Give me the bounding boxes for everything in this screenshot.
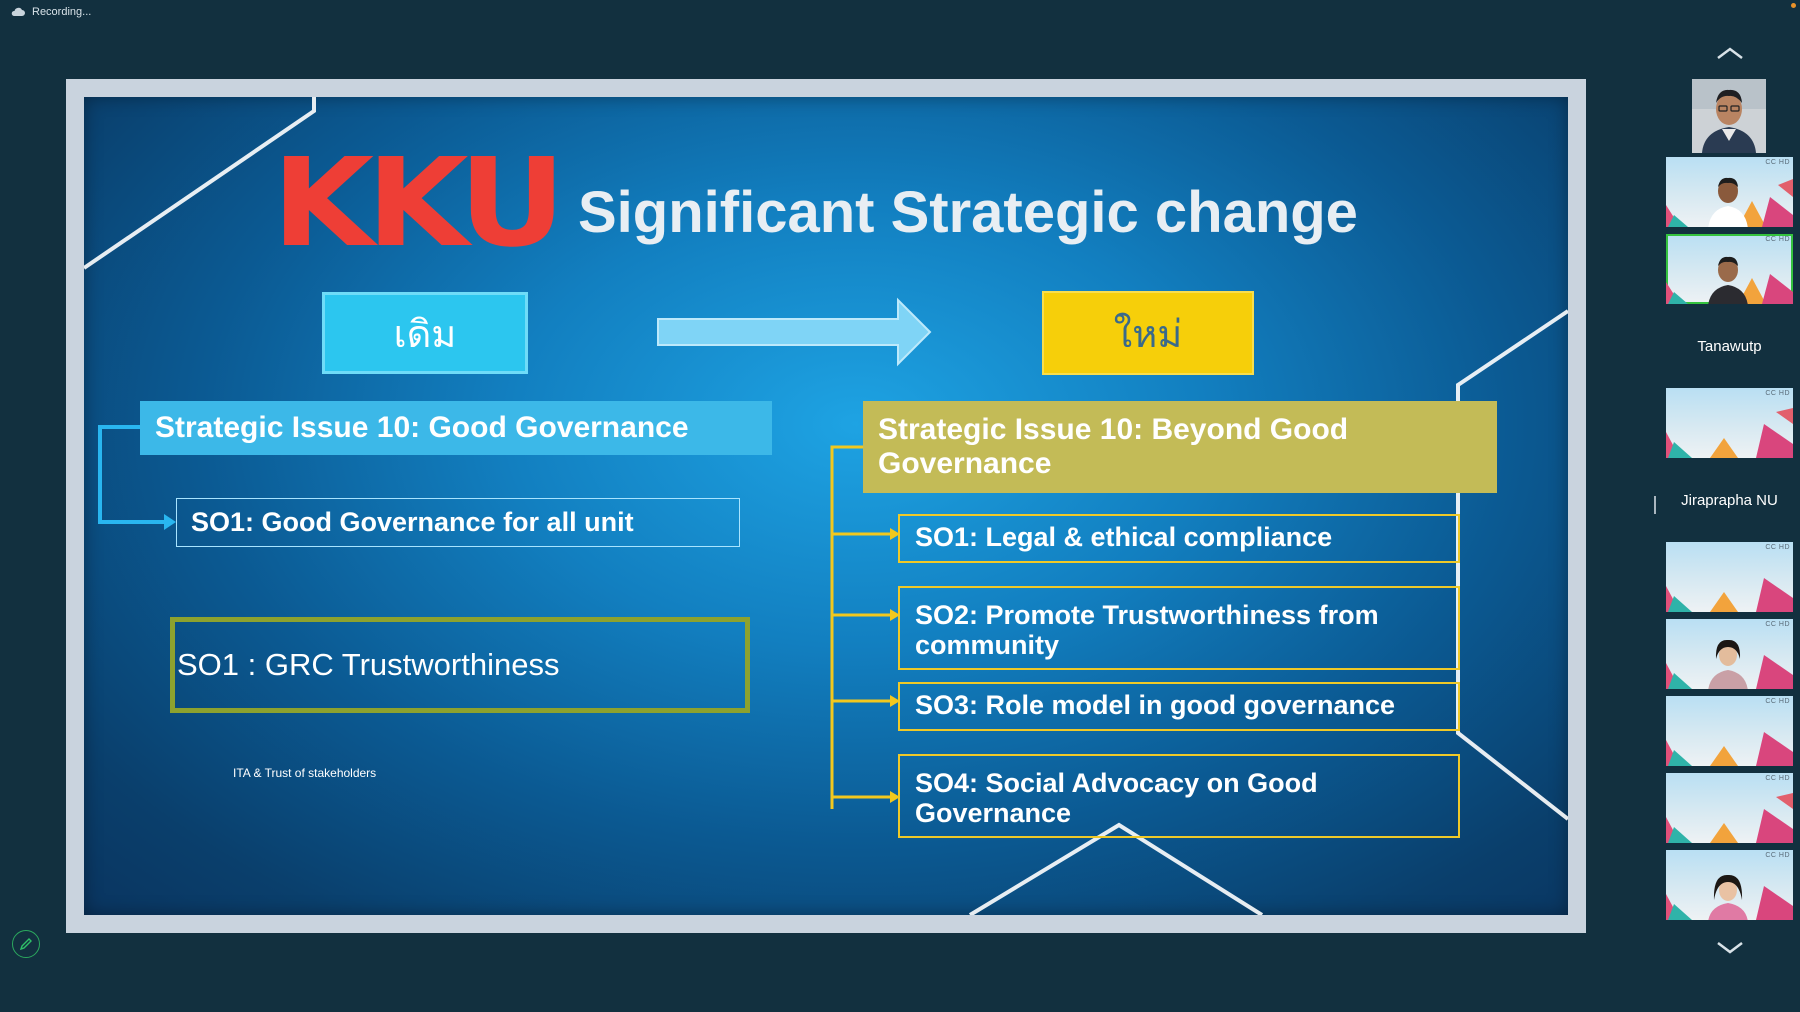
participant-video-tile[interactable]: CC HD [1666, 157, 1793, 227]
participant-video-tile-active[interactable]: CC HD [1666, 234, 1793, 304]
old-strategic-issue: Strategic Issue 10: Good Governance [140, 401, 772, 455]
old-objective: SO1: Good Governance for all unit [176, 498, 740, 547]
new-objective-4: SO4: Social Advocacy on Good Governance [898, 754, 1460, 838]
status-dot [1791, 3, 1796, 8]
new-objective-3: SO3: Role model in good governance [898, 682, 1460, 731]
ita-note: ITA & Trust of stakeholders [233, 766, 377, 780]
kku-logo: KKU [272, 132, 566, 274]
cc-badge: CC HD [1765, 390, 1790, 397]
cc-badge: CC HD [1765, 852, 1790, 859]
connector-lines [98, 425, 900, 809]
presentation-slide: KKU Significant Strategic change เดิม ให… [84, 97, 1568, 915]
participant-video-tile[interactable]: CC HD [1666, 619, 1793, 689]
participant-video-tile[interactable]: CC HD [1666, 542, 1793, 612]
cc-badge: CC HD [1765, 159, 1790, 166]
participant-video-tile[interactable]: CC HD [1666, 388, 1793, 458]
new-strategic-issue: Strategic Issue 10: Beyond Good Governan… [863, 401, 1497, 493]
pen-icon [19, 938, 32, 951]
cloud-recording-icon [11, 7, 25, 16]
cc-badge: CC HD [1765, 621, 1790, 628]
recording-indicator[interactable]: Recording... [10, 6, 91, 18]
participant-name-tile[interactable]: Tanawutp [1666, 311, 1793, 381]
cc-badge: CC HD [1765, 544, 1790, 551]
cc-badge: CC HD [1765, 236, 1790, 243]
host-avatar[interactable] [1692, 79, 1766, 153]
panel-resize-handle[interactable] [1654, 496, 1656, 514]
grc-objective: SO1 : GRC Trustworthiness [170, 617, 750, 713]
slide-title: Significant Strategic change [578, 180, 1358, 245]
right-arrow-icon [657, 297, 932, 367]
recording-label: Recording... [32, 6, 92, 18]
participant-video-tile[interactable]: CC HD [1666, 850, 1793, 920]
new-objective-2: SO2: Promote Trustworthiness from commun… [898, 586, 1460, 670]
cc-badge: CC HD [1765, 775, 1790, 782]
new-objective-1: SO1: Legal & ethical compliance [898, 514, 1460, 563]
participant-video-tile[interactable]: CC HD [1666, 696, 1793, 766]
cc-badge: CC HD [1765, 698, 1790, 705]
shared-screen: KKU Significant Strategic change เดิม ให… [66, 79, 1586, 933]
annotate-button[interactable] [12, 930, 40, 958]
participant-video-tile[interactable]: CC HD [1666, 773, 1793, 843]
chevron-down-icon[interactable] [1716, 940, 1744, 956]
participant-name-tile[interactable]: Jiraprapha NU [1666, 465, 1793, 535]
label-new: ใหม่ [1042, 291, 1254, 375]
label-old: เดิม [322, 292, 528, 374]
chevron-up-icon[interactable] [1716, 45, 1744, 61]
